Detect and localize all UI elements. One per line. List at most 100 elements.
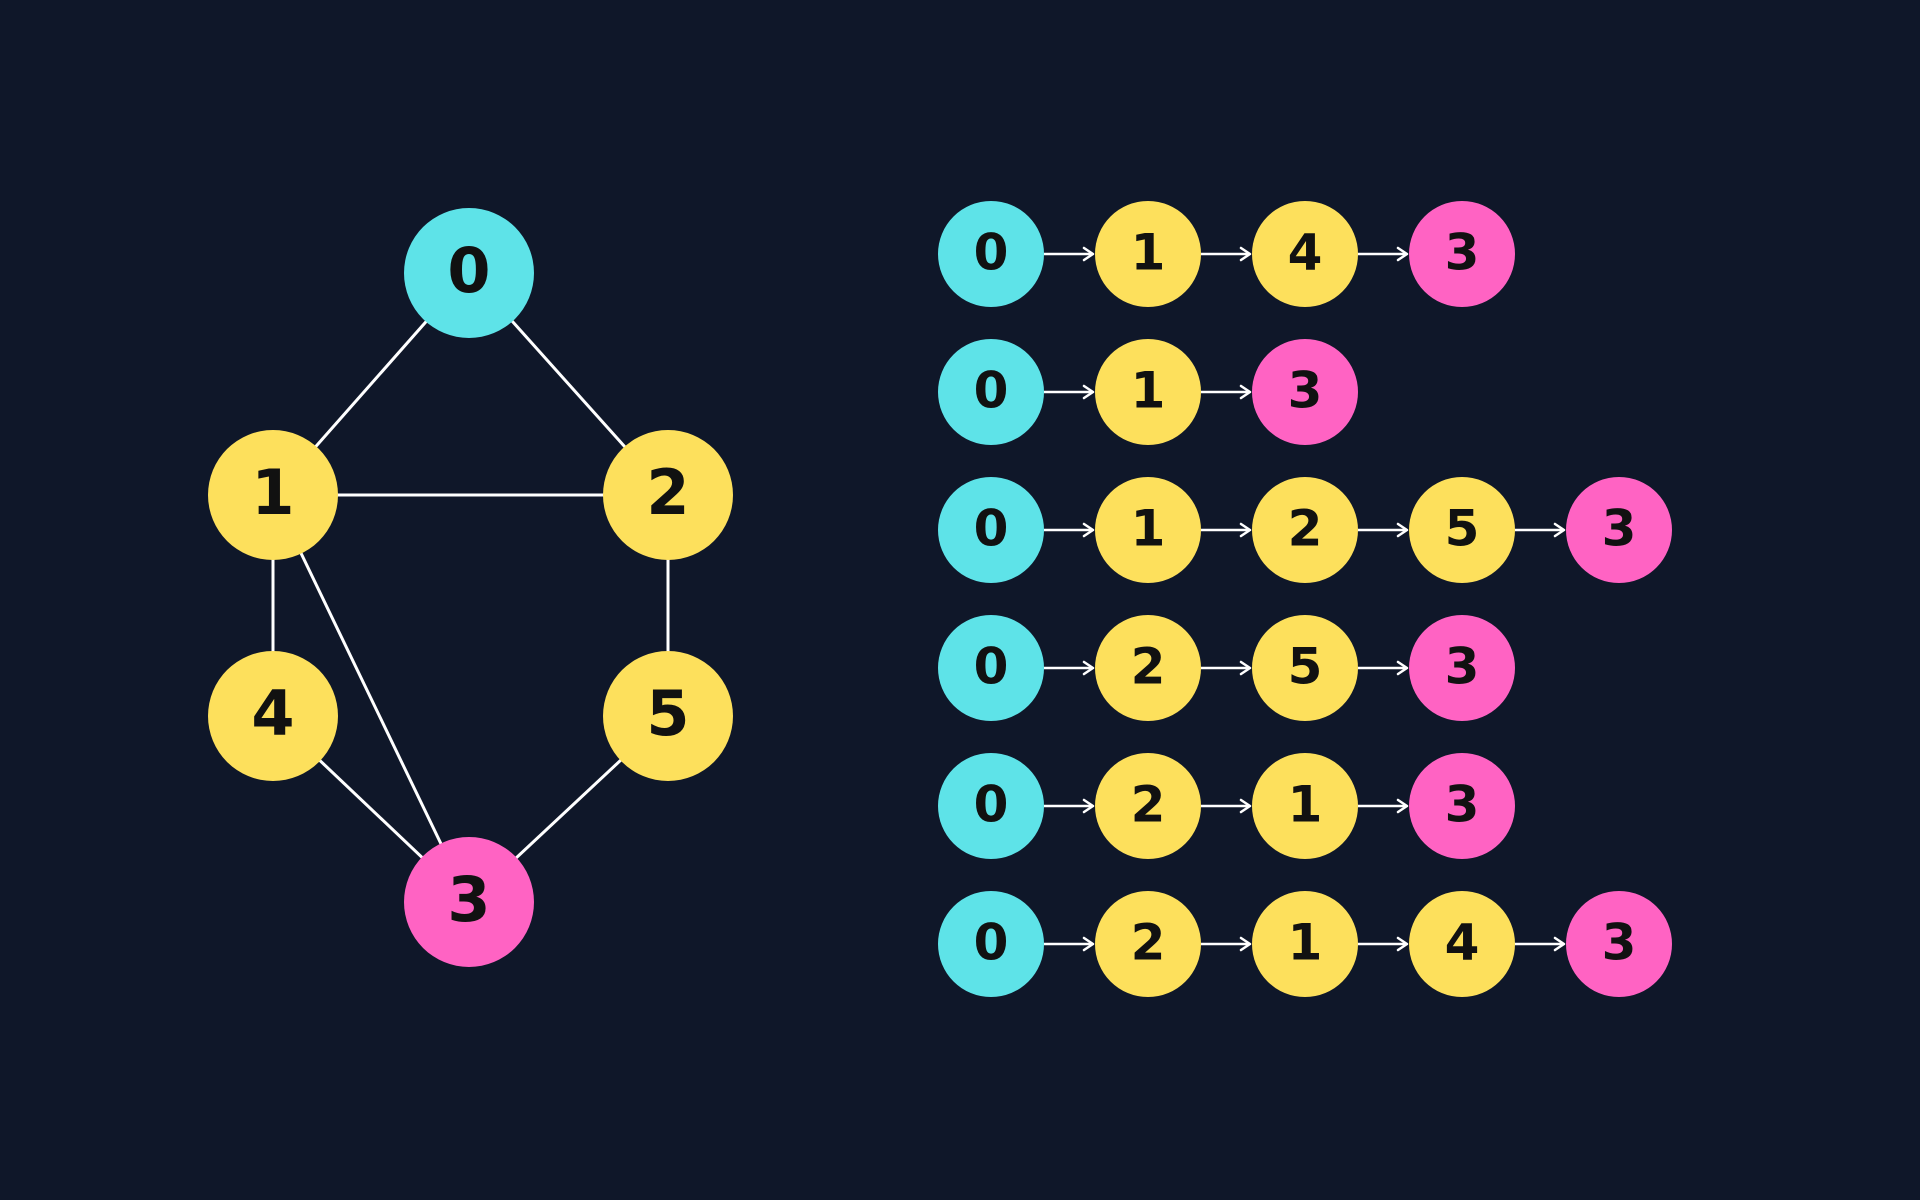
path-arrow: [1201, 384, 1252, 400]
path-arrow: [1201, 246, 1252, 262]
path-arrow: [1515, 522, 1566, 538]
path-node-circle: [938, 753, 1044, 859]
path-node-label: 4: [1445, 914, 1480, 972]
path-node-circle: [1252, 339, 1358, 445]
path-node-circle: [938, 201, 1044, 307]
graph-node-circle: [603, 651, 733, 781]
path-node-1: 1: [1095, 477, 1201, 583]
graph-node-3: 3: [404, 837, 534, 967]
graph-node-label: 0: [447, 234, 490, 307]
path-arrow: [1201, 936, 1252, 952]
graph-edge-1-3: [271, 494, 471, 903]
path-node-0: 0: [938, 615, 1044, 721]
path-node-4: 4: [1252, 201, 1358, 307]
path-node-circle: [1095, 477, 1201, 583]
path-node-label: 0: [974, 776, 1009, 834]
graph-node-label: 5: [646, 677, 689, 750]
path-arrow: [1358, 798, 1409, 814]
path-arrow: [1044, 798, 1095, 814]
path-node-5: 5: [1409, 477, 1515, 583]
path-node-circle: [1409, 477, 1515, 583]
path-node-circle: [1252, 477, 1358, 583]
path-node-label: 3: [1602, 500, 1637, 558]
graph-node-circle: [603, 430, 733, 560]
path-arrow: [1358, 246, 1409, 262]
path-arrow: [1515, 936, 1566, 952]
path-node-circle: [1409, 615, 1515, 721]
path-node-0: 0: [938, 339, 1044, 445]
path-node-1: 1: [1095, 201, 1201, 307]
graph-node-0: 0: [404, 208, 534, 338]
path-node-2: 2: [1252, 477, 1358, 583]
path-row-2: 0 1 3: [938, 339, 1358, 445]
path-node-1: 1: [1252, 753, 1358, 859]
path-node-3: 3: [1409, 753, 1515, 859]
path-node-0: 0: [938, 201, 1044, 307]
path-node-circle: [1095, 753, 1201, 859]
path-node-circle: [1566, 891, 1672, 997]
path-node-label: 2: [1288, 500, 1323, 558]
graph-node-circle: [404, 208, 534, 338]
path-node-label: 1: [1131, 224, 1166, 282]
undirected-graph: 0 1 2 4 5 3: [208, 208, 733, 967]
path-node-3: 3: [1409, 615, 1515, 721]
path-node-label: 0: [974, 638, 1009, 696]
path-node-label: 1: [1131, 362, 1166, 420]
path-node-label: 2: [1131, 776, 1166, 834]
path-arrow: [1044, 936, 1095, 952]
path-node-circle: [1409, 201, 1515, 307]
path-node-label: 0: [974, 500, 1009, 558]
path-node-2: 2: [1095, 615, 1201, 721]
path-arrow: [1358, 660, 1409, 676]
path-node-label: 0: [974, 914, 1009, 972]
path-node-circle: [938, 477, 1044, 583]
path-node-circle: [1252, 615, 1358, 721]
path-arrow: [1044, 246, 1095, 262]
path-node-5: 5: [1252, 615, 1358, 721]
graph-node-1: 1: [208, 430, 338, 560]
path-node-circle: [1095, 201, 1201, 307]
path-arrow: [1201, 798, 1252, 814]
path-node-circle: [1252, 891, 1358, 997]
path-node-circle: [938, 339, 1044, 445]
path-node-1: 1: [1095, 339, 1201, 445]
path-node-label: 5: [1288, 638, 1323, 696]
path-node-circle: [1095, 891, 1201, 997]
path-node-circle: [1409, 891, 1515, 997]
path-row-1: 0 1 4 3: [938, 201, 1515, 307]
path-node-label: 0: [974, 362, 1009, 420]
graph-node-4: 4: [208, 651, 338, 781]
graph-node-label: 2: [646, 456, 689, 529]
path-arrow: [1201, 660, 1252, 676]
path-node-label: 1: [1288, 776, 1323, 834]
graph-node-label: 4: [251, 677, 294, 750]
path-row-4: 0 2 5 3: [938, 615, 1515, 721]
path-node-circle: [1095, 339, 1201, 445]
path-node-label: 1: [1288, 914, 1323, 972]
path-node-circle: [938, 891, 1044, 997]
path-node-label: 0: [974, 224, 1009, 282]
path-node-circle: [938, 615, 1044, 721]
path-node-0: 0: [938, 477, 1044, 583]
path-node-circle: [1252, 753, 1358, 859]
path-node-0: 0: [938, 891, 1044, 997]
path-node-label: 3: [1445, 224, 1480, 282]
path-node-label: 4: [1288, 224, 1323, 282]
path-node-label: 3: [1445, 638, 1480, 696]
path-node-3: 3: [1566, 477, 1672, 583]
path-arrow: [1044, 384, 1095, 400]
graph-node-circle: [208, 430, 338, 560]
path-node-circle: [1409, 753, 1515, 859]
path-node-label: 5: [1445, 500, 1480, 558]
path-node-circle: [1095, 615, 1201, 721]
path-node-label: 3: [1288, 362, 1323, 420]
path-node-3: 3: [1409, 201, 1515, 307]
path-node-3: 3: [1252, 339, 1358, 445]
path-node-0: 0: [938, 753, 1044, 859]
path-node-circle: [1566, 477, 1672, 583]
path-arrow: [1358, 936, 1409, 952]
